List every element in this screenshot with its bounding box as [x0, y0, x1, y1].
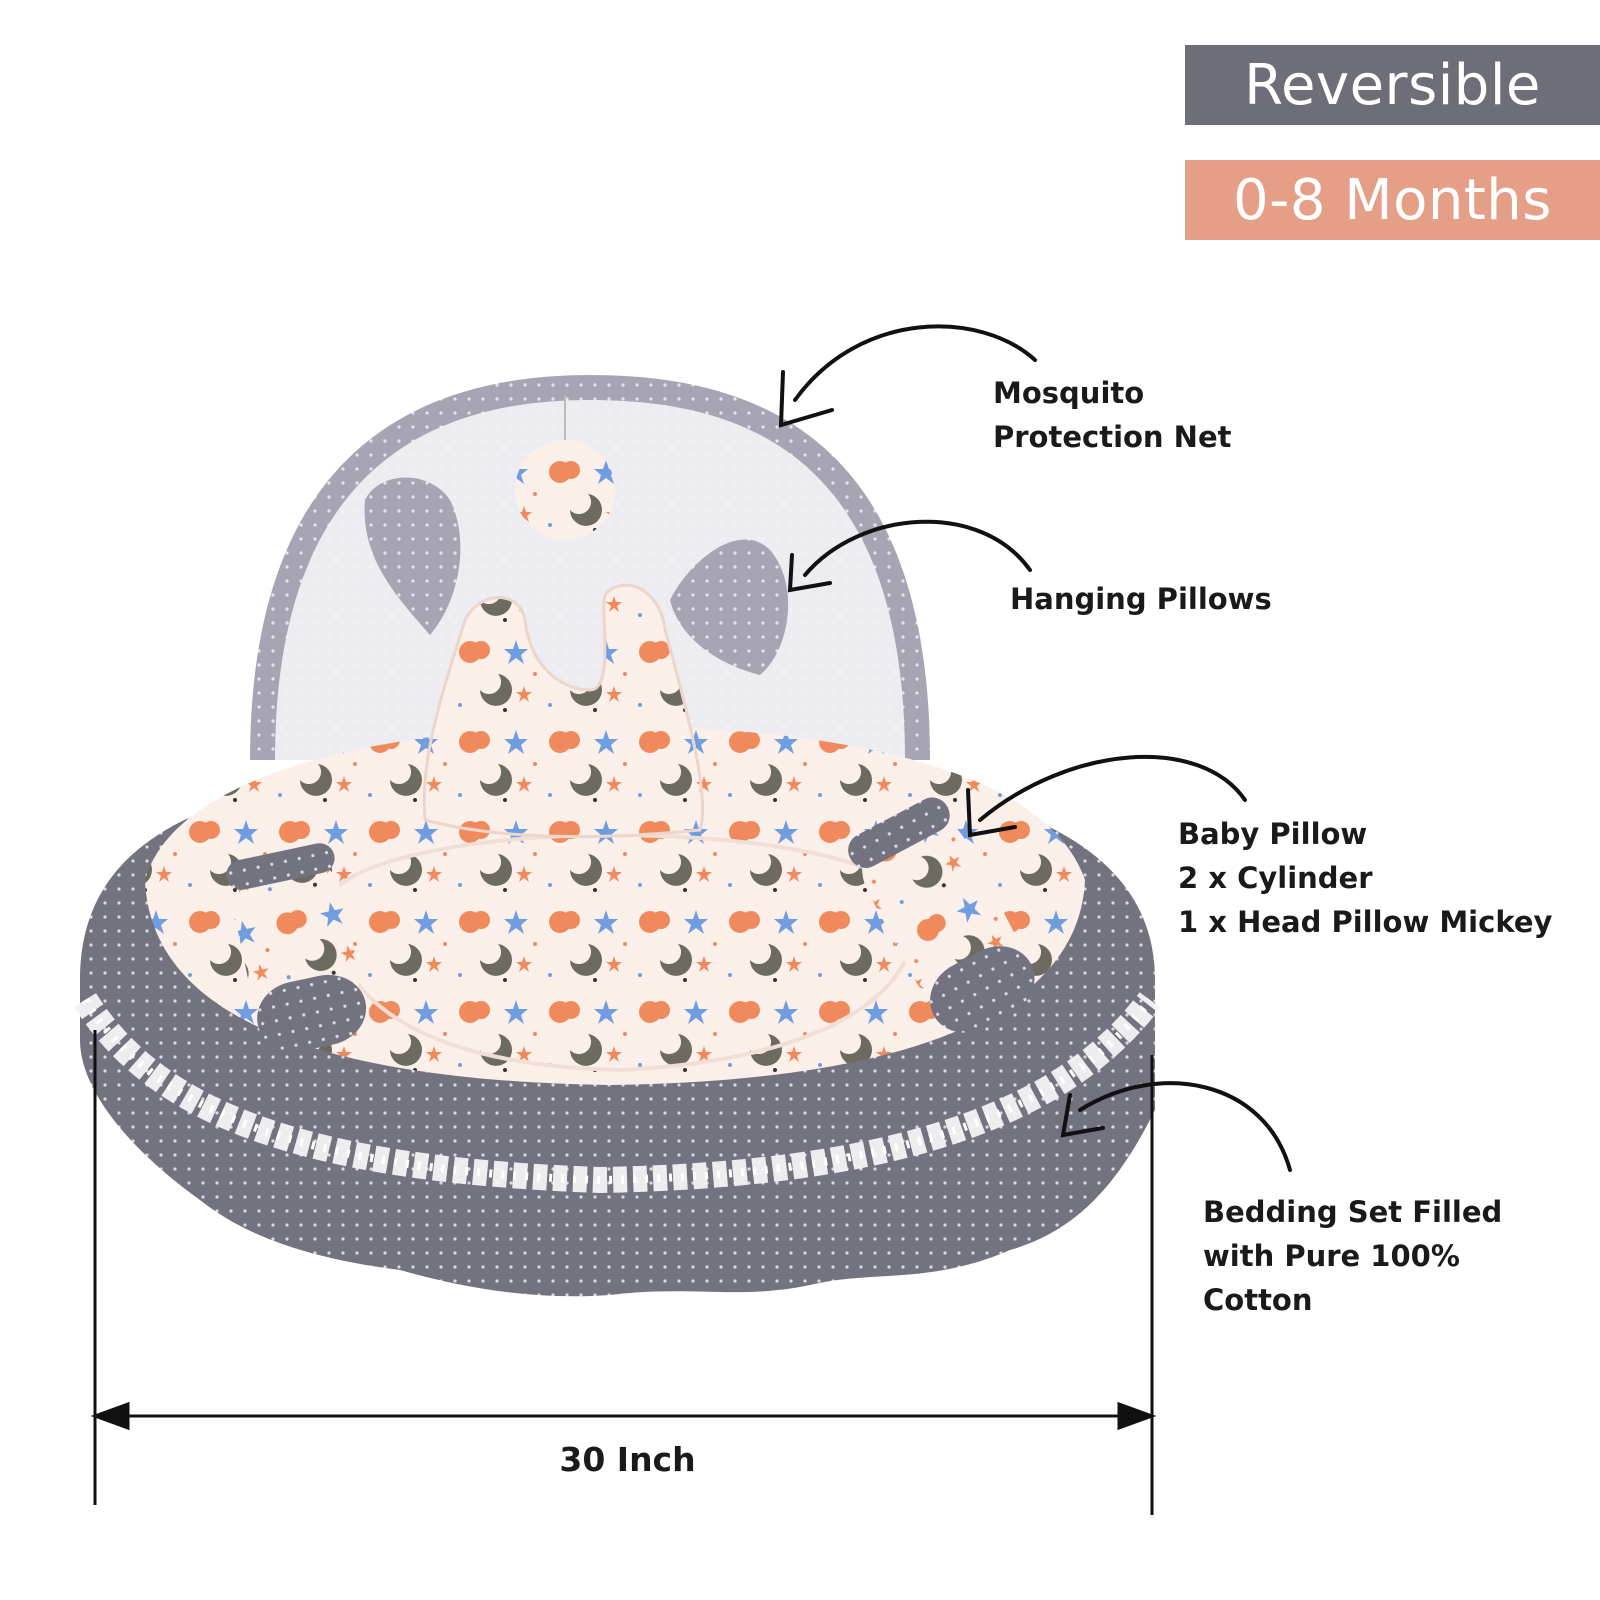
bedding-line-1: Bedding Set Filled — [1203, 1195, 1503, 1229]
baby-pillow-line-2: 2 x Cylinder — [1178, 861, 1373, 895]
bedding-line-3: Cotton — [1203, 1283, 1313, 1317]
callout-arrows — [778, 324, 1292, 1172]
mosquito-net-line-1: Mosquito — [993, 376, 1145, 410]
mosquito-net-callout: Mosquito Protection Net — [993, 371, 1231, 459]
mosquito-net-line-2: Protection Net — [993, 420, 1232, 454]
bedding-callout: Bedding Set Filled with Pure 100% Cotton — [1203, 1190, 1502, 1322]
width-dimension-label: 30 Inch — [559, 1440, 696, 1479]
cylinder-pillows — [226, 797, 1035, 1052]
baby-pillow-callout: Baby Pillow 2 x Cylinder 1 x Head Pillow… — [1178, 812, 1552, 944]
hanging-pillows — [364, 395, 789, 675]
age-range-badge: 0-8 Months — [1185, 160, 1600, 240]
baby-pillow-line-3: 1 x Head Pillow Mickey — [1178, 905, 1553, 939]
head-pillow — [422, 583, 705, 839]
baby-pillow-line-1: Baby Pillow — [1178, 817, 1368, 851]
bedding-mattress — [145, 725, 1085, 1085]
bedding-line-2: with Pure 100% — [1203, 1239, 1460, 1273]
reversible-badge: Reversible — [1185, 45, 1600, 125]
hanging-pillows-callout: Hanging Pillows — [1010, 577, 1272, 621]
width-dimension-line — [90, 1030, 1157, 1515]
hanging-pillows-line-1: Hanging Pillows — [1010, 582, 1272, 616]
